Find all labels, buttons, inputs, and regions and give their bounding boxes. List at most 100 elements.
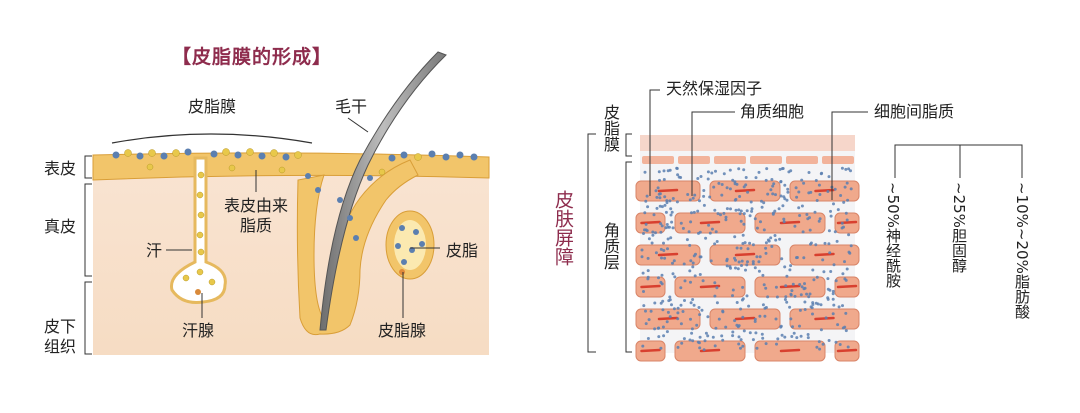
- lipid-dot: [815, 179, 818, 182]
- lipid-dot: [798, 283, 801, 286]
- flattened-cell: [822, 156, 854, 164]
- lipid-dot: [746, 191, 749, 194]
- lipid-dot: [784, 295, 787, 298]
- lipid-dot: [800, 335, 803, 338]
- lipid-dot: [659, 281, 662, 284]
- lipid-dot: [747, 305, 750, 308]
- lipid-dot: [647, 337, 650, 340]
- lipid-dot: [690, 301, 693, 304]
- lipid-dot: [642, 272, 645, 275]
- lipid-dot: [713, 281, 716, 284]
- lipid-dot: [667, 311, 670, 314]
- lipid-dot: [690, 332, 693, 335]
- lipid-dot: [666, 201, 669, 204]
- lipid-dot: [770, 178, 773, 181]
- lipid-dot: [647, 257, 650, 260]
- lipid-dot: [721, 310, 724, 313]
- lipid-dot: [784, 284, 787, 287]
- lipid-dot: [798, 214, 801, 217]
- lipid-dot: [654, 231, 657, 234]
- lipid-dot: [669, 207, 672, 210]
- lipid-dot: [841, 272, 844, 275]
- lipid-dot: [740, 220, 743, 223]
- lipid-dot: [691, 298, 694, 301]
- lipid-dot: [740, 338, 743, 341]
- label-fatty-acid: ~10%~20%脂肪酸: [1013, 182, 1030, 319]
- lipid-dot: [657, 327, 660, 330]
- lipid-dot: [761, 333, 764, 336]
- lipid-dot: [828, 229, 831, 232]
- lipid-dot: [744, 241, 747, 244]
- lipid-dot: [645, 223, 648, 226]
- lipid-dot: [765, 167, 768, 170]
- lipid-dot: [699, 273, 702, 276]
- cell-nucleus: [642, 286, 660, 287]
- lipid-dot: [710, 259, 713, 262]
- lipid-dot: [707, 224, 710, 227]
- label-nmf: 天然保湿因子: [666, 80, 762, 98]
- lipid-dot: [655, 251, 658, 254]
- lipid-dot: [676, 173, 679, 176]
- lipid-dot: [839, 194, 842, 197]
- lipid-dot: [742, 234, 745, 237]
- lipid-dot: [741, 316, 744, 319]
- lipid-dot: [644, 200, 647, 203]
- lipid-dot: [827, 242, 830, 245]
- lipid-dot: [763, 315, 766, 318]
- lipid-dot: [793, 225, 796, 228]
- lipid-dot: [706, 315, 709, 318]
- lipid-dot: [750, 201, 753, 204]
- lipid-dot: [683, 299, 686, 302]
- lipid-dot: [686, 238, 689, 241]
- lipid-dot: [691, 327, 694, 330]
- lipid-dot: [689, 220, 692, 223]
- lipid-dot: [818, 193, 821, 196]
- label-sebum: 皮脂: [446, 242, 478, 260]
- lipid-dot: [702, 279, 705, 282]
- lipid-dot: [682, 227, 685, 230]
- lipid-dot: [817, 303, 820, 306]
- lipid-dot: [739, 212, 742, 215]
- lipid-dot: [668, 199, 671, 202]
- lipid-dot: [807, 333, 810, 336]
- lipid-dot: [795, 196, 798, 199]
- lipid-dot: [660, 248, 663, 251]
- lipid-dot: [664, 226, 667, 229]
- cell-nucleus: [736, 190, 754, 191]
- lipid-dot: [735, 209, 738, 212]
- lipid-dot: [803, 287, 806, 290]
- lipid-dot: [754, 266, 757, 269]
- lipid-dot: [819, 217, 822, 220]
- lipid-dot: [644, 310, 647, 313]
- lipid-dot: [761, 274, 764, 277]
- lipid-dot: [658, 193, 661, 196]
- lipid-dot: [723, 172, 726, 175]
- lipid-dot: [845, 329, 848, 332]
- lipid-dot: [653, 327, 656, 330]
- lipid-dot: [802, 230, 805, 233]
- label-dermis: 真皮: [44, 218, 76, 236]
- lipid-dot: [673, 275, 676, 278]
- lipid-dot: [676, 167, 679, 170]
- lipid-dot: [648, 318, 651, 321]
- lipid-dot: [789, 264, 792, 267]
- lipid-dot: [846, 199, 849, 202]
- lipid-dot: [828, 339, 831, 342]
- lipid-dot: [783, 336, 786, 339]
- lipid-dot: [670, 221, 673, 224]
- lipid-dot: [836, 323, 839, 326]
- lipid-dot: [673, 259, 676, 262]
- lipid-dot: [845, 279, 848, 282]
- lipid-dot: [785, 301, 788, 304]
- lipid-dot: [827, 288, 830, 291]
- lipid-dot: [798, 325, 801, 328]
- lipid-dot: [820, 328, 823, 331]
- cell-nucleus: [659, 254, 677, 255]
- cell-nucleus: [642, 222, 660, 223]
- lipid-dot: [764, 287, 767, 290]
- lipid-dot: [726, 207, 729, 210]
- lipid-dot: [832, 304, 835, 307]
- lipid-dot: [801, 205, 804, 208]
- lipid-dot: [677, 346, 680, 349]
- lipid-dot: [845, 212, 848, 215]
